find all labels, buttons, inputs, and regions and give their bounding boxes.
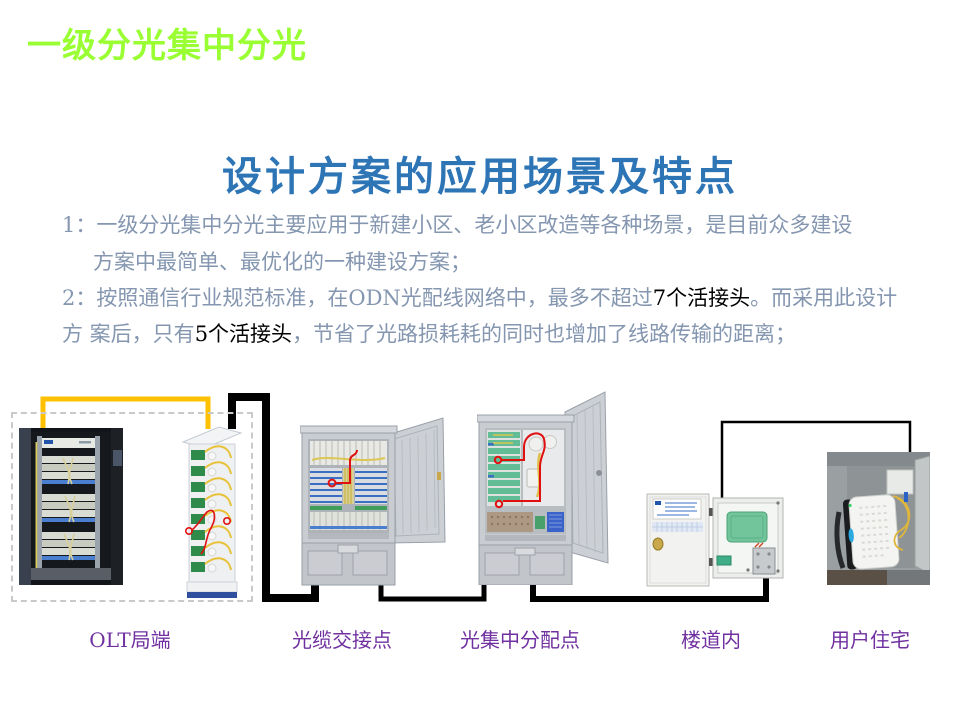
fiber-cross-connect-cabinet (300, 417, 446, 586)
text-segment: 方案中最简单、最优化的一种建设方案； (93, 250, 471, 274)
box-body (712, 497, 784, 579)
stage-label-distribution: 光集中分配点 (460, 628, 580, 652)
highlighted-text: 5个活接头 (194, 322, 293, 346)
splitter-boards (191, 450, 205, 572)
box-door (646, 493, 710, 587)
text-segment: 1：一级分光集中分光主要应用于新建小区、老小区改造等各种场景，是目前众多建设 (62, 213, 853, 237)
text-segment: ，节省了光路损耗耗的同时也增加了线路传输的距离； (292, 322, 797, 346)
metal-bracket (752, 542, 776, 575)
paragraph-line-4: 方 案后，只有5个活接头，节省了光路损耗耗的同时也增加了线路传输的距离； (62, 318, 796, 348)
corridor-terminal-box (646, 493, 784, 587)
paragraph-line-2: 方案中最简单、最优化的一种建设方案； (93, 246, 471, 276)
stage-label-corridor: 楼道内 (681, 628, 741, 652)
text-segment: 。而采用此设计 (750, 286, 898, 310)
patch-blocks (310, 468, 387, 504)
paragraph-line-1: 1：一级分光集中分光主要应用于新建小区、老小区改造等各种场景，是目前众多建设 (62, 209, 852, 239)
stage-label-home: 用户住宅 (830, 628, 910, 652)
onu-device (842, 494, 900, 570)
red-annotation (327, 449, 358, 488)
olt-rack-photo (19, 428, 123, 585)
home-onu-photo (827, 452, 930, 585)
yellow-fibers (892, 495, 911, 551)
patch-panel-groups (42, 456, 95, 561)
lock-knob (652, 537, 664, 551)
fiber-distribution-cabinet (477, 391, 609, 585)
splitter-module (726, 511, 768, 543)
text-segment: 方 案后，只有 (62, 322, 195, 346)
odf-distribution-frame (181, 426, 243, 598)
stage-label-olt: OLT局端 (89, 628, 171, 652)
slide-title: 一级分光集中分光 (27, 26, 307, 66)
highlighted-text: 7个活接头 (652, 286, 751, 310)
stage-label-cross-connect: 光缆交接点 (292, 628, 392, 652)
page-title: 设计方案的应用场景及特点 (222, 153, 738, 200)
wallbox-door (914, 455, 930, 575)
paragraph-line-3: 2：按照通信行业规范标准，在ODN光配线网络中，最多不超过7个活接头。而采用此设… (62, 282, 897, 312)
red-annotation (493, 432, 546, 509)
text-segment: 2：按照通信行业规范标准，在ODN光配线网络中，最多不超过 (62, 286, 653, 310)
yellow-jumpers (204, 445, 232, 571)
central-office-dashed-box (11, 412, 253, 602)
red-annotation (185, 509, 231, 555)
